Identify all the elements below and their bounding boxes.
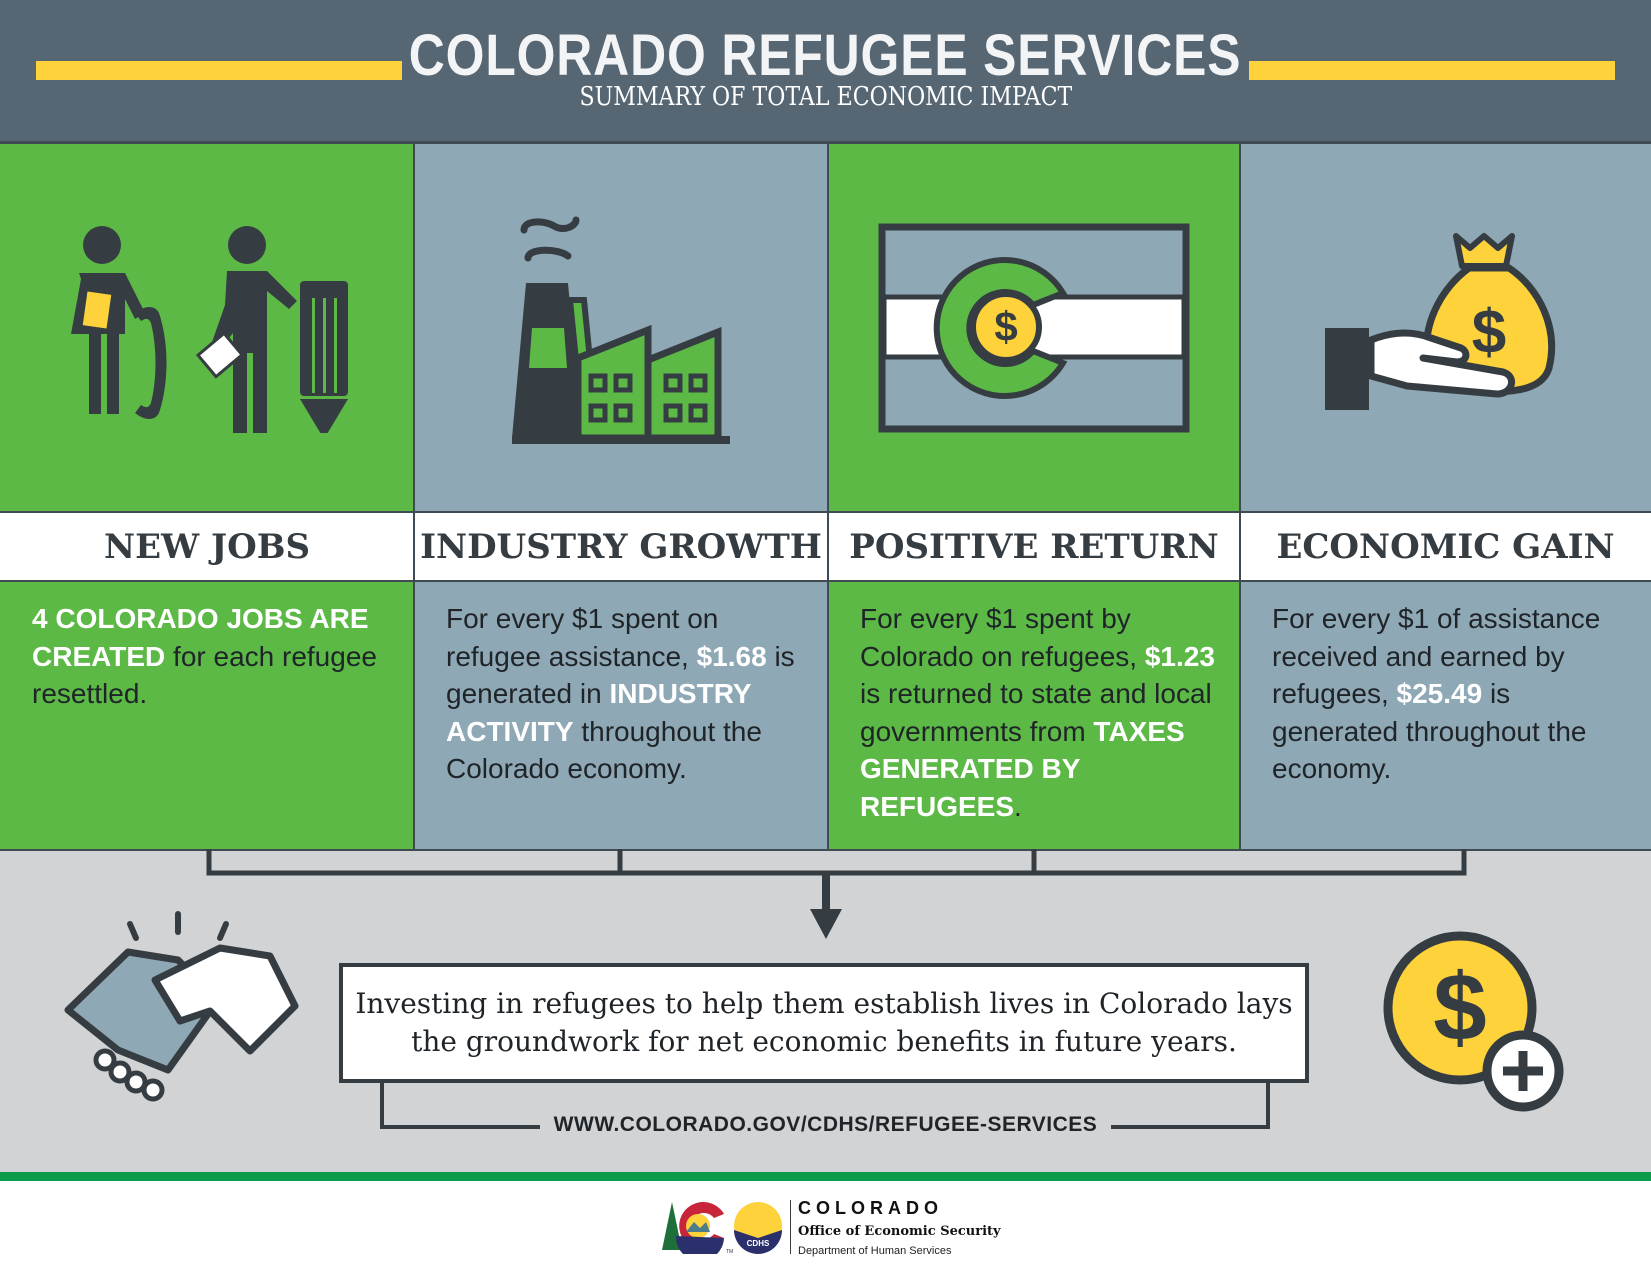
column-new-jobs: NEW JOBS 4 COLORADO JOBS ARE CREATED for… — [0, 144, 414, 849]
header-bar-right — [1249, 61, 1615, 80]
text-highlight: INDUSTRY ACTIVITY — [446, 678, 752, 747]
website-url[interactable]: WWW.COLORADO.GOV/CDHS/REFUGEE-SERVICES — [539, 1113, 1112, 1136]
text-highlight: TAXES GENERATED BY REFUGEES — [860, 715, 1185, 822]
footer-org: COLORADO Office of Economic Security Dep… — [798, 1198, 1001, 1257]
column-title: NEW JOBS — [0, 511, 414, 582]
text-segment: for each refugee resettled. — [32, 640, 377, 710]
text-segment: is generated throughout the economy. — [1272, 678, 1587, 784]
page-subtitle: SUMMARY OF TOTAL ECONOMIC IMPACT — [0, 82, 1651, 112]
text-segment: For every $1 spent by Colorado on refuge… — [860, 603, 1145, 672]
column-title: ECONOMIC GAIN — [1240, 511, 1651, 582]
svg-text:$: $ — [1433, 954, 1486, 1061]
footer-divider — [790, 1200, 791, 1254]
svg-text:TM: TM — [726, 1249, 733, 1254]
header: COLORADO REFUGEE SERVICES SUMMARY OF TOT… — [0, 0, 1651, 144]
column-text: For every $1 of assistance received and … — [1272, 600, 1631, 788]
summary-message: Investing in refugees to help them estab… — [355, 987, 1293, 1058]
money-bag-hand-icon: $ — [1240, 144, 1651, 511]
coin-plus-icon: $ — [1383, 931, 1564, 1112]
column-divider — [413, 144, 415, 849]
page-title-text: COLORADO REFUGEE SERVICES — [409, 23, 1242, 88]
svg-text:$: $ — [1471, 298, 1505, 367]
text-segment: . — [1014, 790, 1022, 822]
factory-icon — [414, 144, 828, 511]
column-positive-return: $ POSITIVE RETURN For every $1 spent by … — [828, 144, 1240, 849]
text-segment: For every $1 of assistance received and … — [1272, 603, 1601, 709]
summary-message-box: Investing in refugees to help them estab… — [339, 963, 1309, 1083]
column-divider — [827, 144, 829, 849]
colorado-flag-icon: $ — [828, 144, 1240, 511]
page-title: COLORADO REFUGEE SERVICES — [0, 22, 1651, 89]
column-title: POSITIVE RETURN — [828, 511, 1240, 582]
column-industry-growth: INDUSTRY GROWTH For every $1 spent on re… — [414, 144, 828, 849]
text-segment: For every $1 spent on refugee assistance… — [446, 603, 719, 672]
website-link[interactable]: WWW.COLORADO.GOV/CDHS/REFUGEE-SERVICES — [0, 1113, 1651, 1137]
colorado-logo-icon: CDHS TM — [662, 1202, 782, 1254]
text-segment: is generated in — [446, 640, 795, 710]
column-text: For every $1 spent on refugee assistance… — [446, 600, 808, 788]
svg-text:$: $ — [994, 303, 1017, 350]
column-title: INDUSTRY GROWTH — [414, 511, 828, 582]
column-economic-gain: $ ECONOMIC GAIN For every $1 of assistan… — [1240, 144, 1651, 849]
handshake-icon — [64, 911, 299, 1102]
page-subtitle-text: SUMMARY OF TOTAL ECONOMIC IMPACT — [579, 82, 1072, 112]
green-divider — [0, 1172, 1651, 1181]
text-segment: is returned to state and local governmen… — [860, 678, 1212, 747]
header-bar-left — [36, 61, 402, 80]
svg-text:CDHS: CDHS — [747, 1239, 770, 1248]
column-text: For every $1 spent by Colorado on refuge… — [860, 600, 1220, 825]
text-segment: throughout the Colorado economy. — [446, 715, 762, 785]
bracket-arrow-icon — [206, 849, 1467, 939]
text-highlight: $1.68 — [696, 640, 767, 672]
footer-office: Office of Economic Security — [798, 1224, 1001, 1239]
column-text: 4 COLORADO JOBS ARE CREATED for each ref… — [32, 600, 394, 713]
column-divider — [1239, 144, 1241, 849]
workers-icon — [0, 144, 414, 511]
text-highlight: 4 COLORADO JOBS ARE CREATED — [32, 603, 369, 672]
text-highlight: $1.23 — [1144, 640, 1215, 672]
text-highlight: $25.49 — [1396, 678, 1483, 709]
footer-state: COLORADO — [798, 1198, 943, 1218]
footer-department: Department of Human Services — [798, 1245, 952, 1257]
